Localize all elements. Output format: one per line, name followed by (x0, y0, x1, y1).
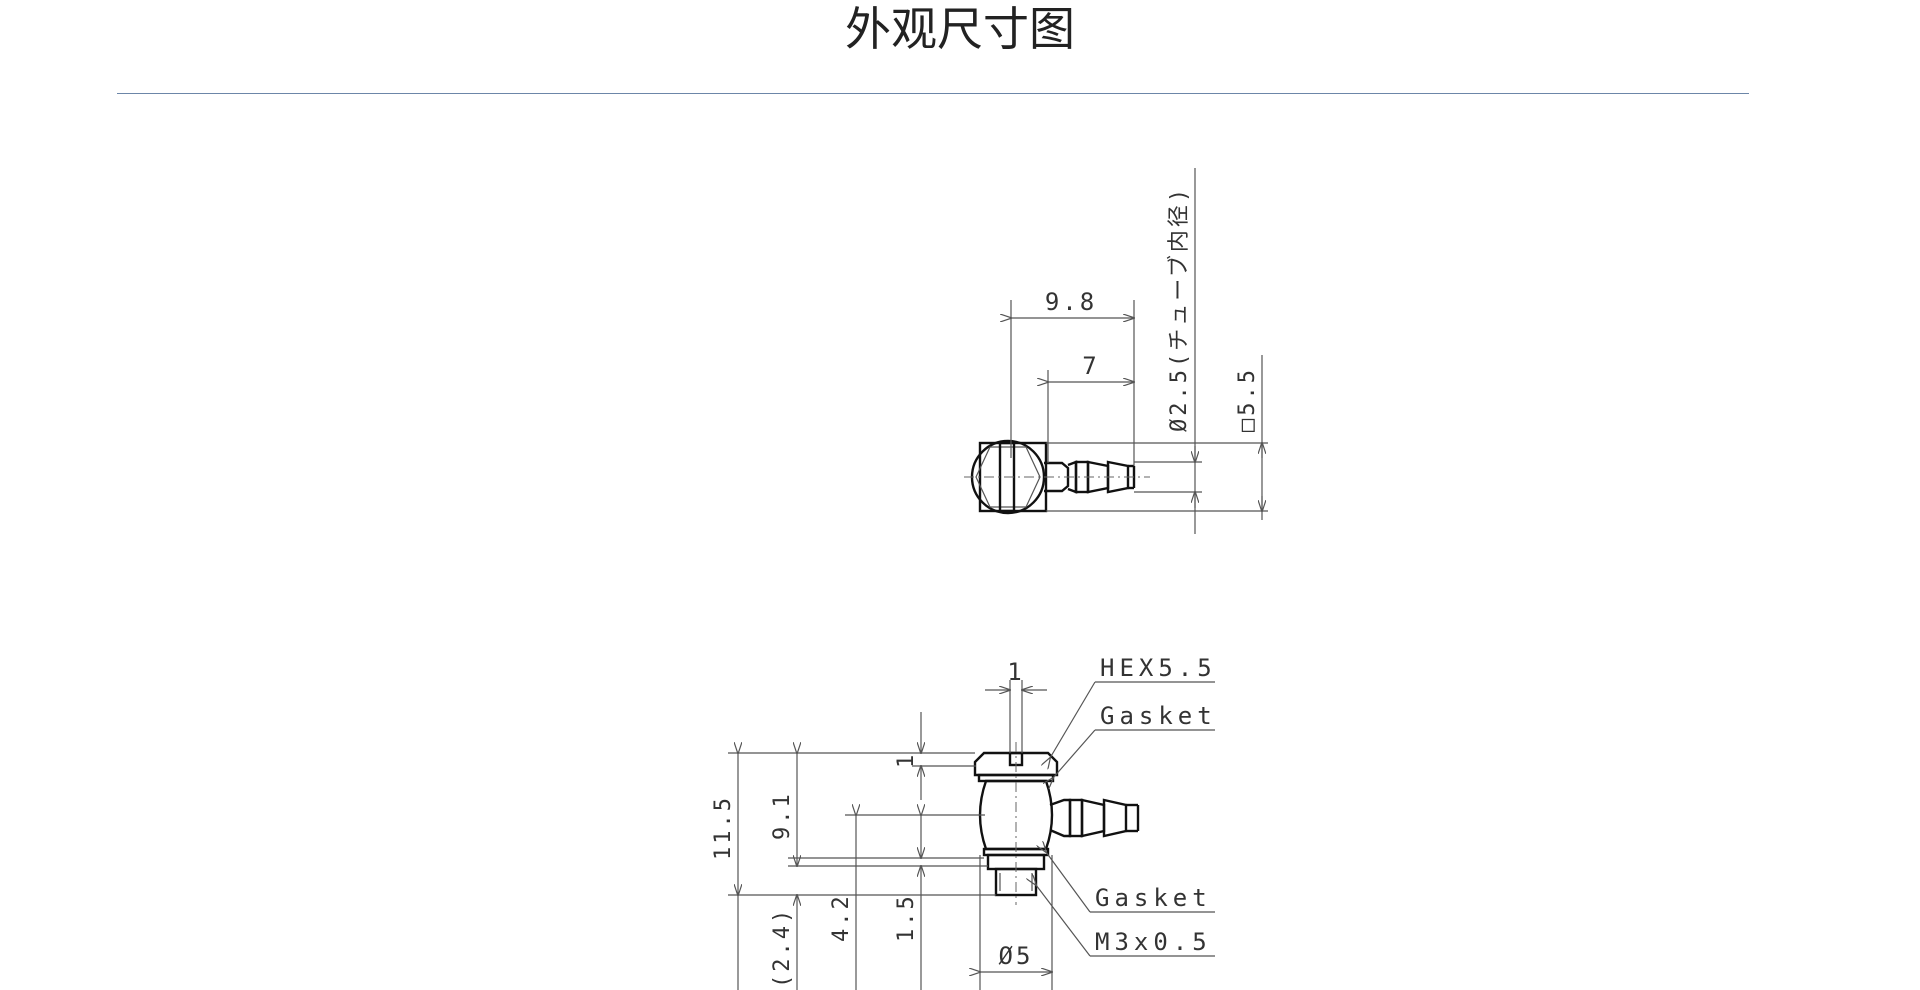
front-hex-head (973, 751, 1059, 777)
dim-total-height: 11.5 (711, 795, 736, 860)
label-gasket-bottom: Gasket (1095, 884, 1212, 912)
label-hex: HEX5.5 (1100, 654, 1217, 682)
dim-tube-id: Ø2.5(チューブ内径) (1167, 186, 1192, 432)
dim-body-square: □5.5 (1235, 367, 1260, 432)
dim-thread-length: (2.4) (770, 907, 795, 988)
title-divider (117, 93, 1749, 94)
dim-barb-length: 7 (1082, 352, 1099, 380)
dim-neck: 1.5 (894, 893, 919, 942)
dim-head-height: 1 (894, 752, 919, 768)
dim-body-height: 9.1 (770, 791, 795, 840)
front-barb-tip-1 (1080, 798, 1106, 838)
label-gasket-top: Gasket (1100, 702, 1217, 730)
dim-thread-diameter: Ø5 (999, 942, 1034, 970)
top-view: 9.8 7 Ø2.5(チューブ内径) □5.5 (964, 168, 1268, 534)
front-view: 1 1 11.5 9.1 4.2 1.5 (2.4) (711, 654, 1217, 990)
dim-slot-width: 1 (1007, 658, 1024, 686)
front-barb-tip-2 (1102, 798, 1128, 838)
dim-overall-length: 9.8 (1045, 288, 1097, 316)
dim-barb-height: 4.2 (829, 893, 854, 942)
label-thread: M3x0.5 (1095, 928, 1212, 956)
page-title: 外观尺寸图 (845, 2, 1075, 56)
